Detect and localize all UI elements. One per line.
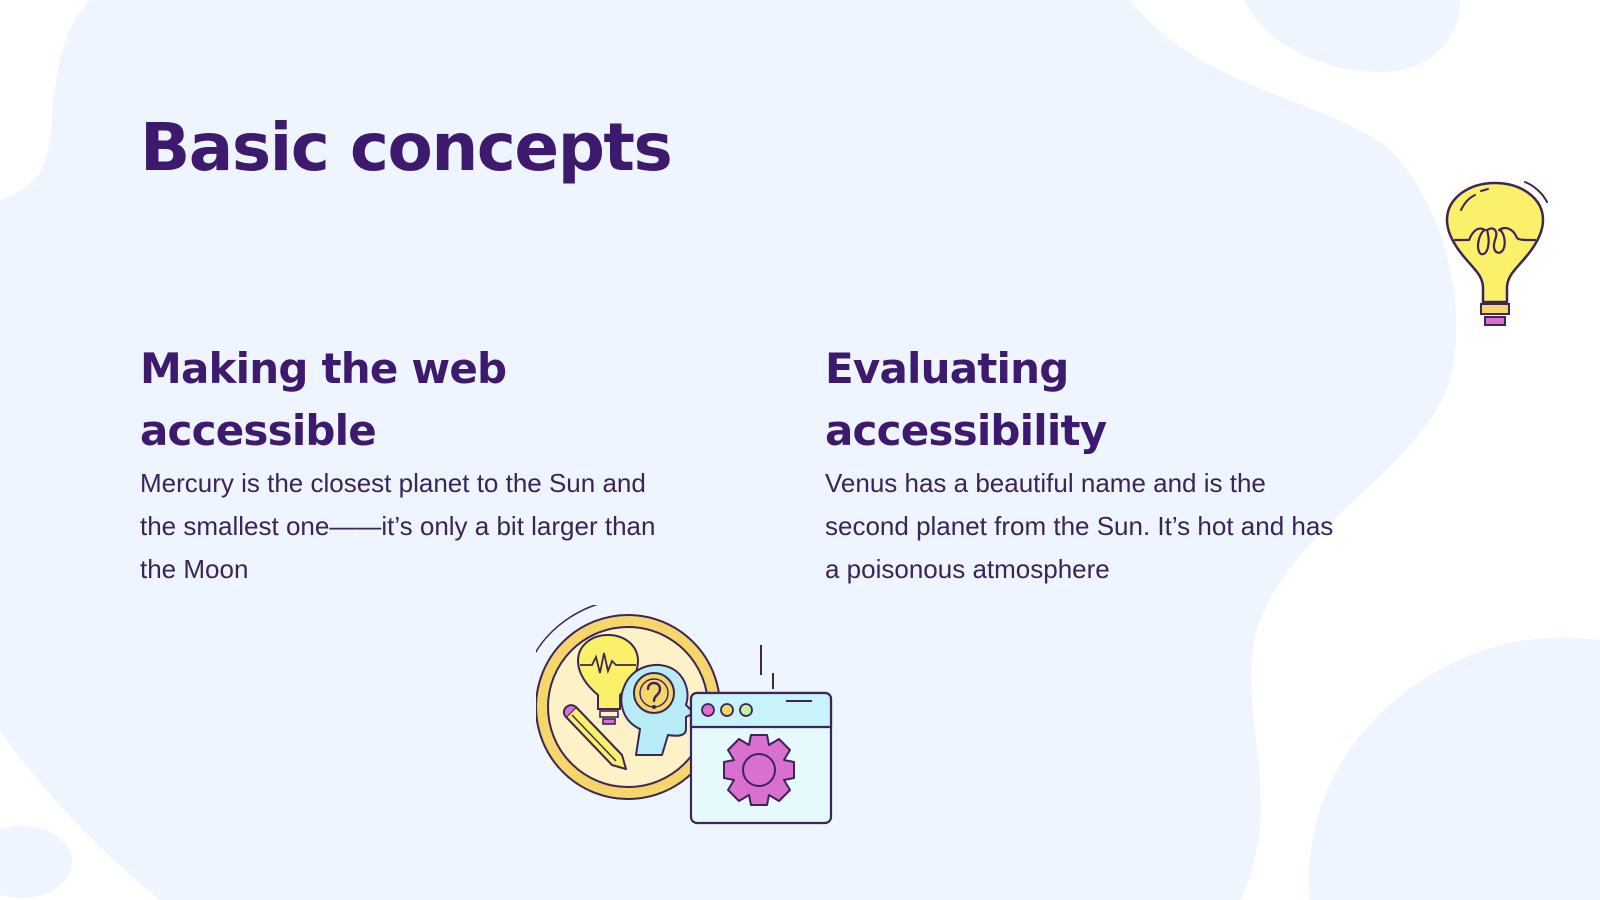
column-heading: Making the web accessible (140, 338, 660, 462)
settings-window-icon (689, 645, 833, 825)
top-right-blob (1245, 0, 1460, 72)
slide-title: Basic concepts (140, 109, 673, 186)
head-question-icon (620, 663, 695, 756)
heading-line-2: accessibility (825, 406, 1107, 455)
heading-line-1: Making the web (140, 344, 507, 393)
column-heading: Evaluating accessibility (825, 338, 1345, 462)
lightbulb-icon (1445, 181, 1548, 326)
column-body: Mercury is the closest planet to the Sun… (140, 468, 656, 584)
column-evaluating-accessibility: Evaluating accessibility Venus has a bea… (825, 338, 1345, 591)
column-body: Venus has a beautiful name and is the se… (825, 468, 1334, 584)
pencil-icon (562, 704, 627, 770)
column-making-web-accessible: Making the web accessible Mercury is the… (140, 338, 660, 591)
ideas-settings-illustration (536, 605, 833, 825)
bottom-right-blob (1309, 637, 1600, 900)
heading-line-2: accessible (140, 406, 377, 455)
heading-line-1: Evaluating (825, 344, 1069, 393)
motion-arc (536, 605, 599, 654)
gear-icon (723, 734, 795, 806)
main-blob (0, 0, 1457, 900)
bottom-left-blob (0, 826, 72, 898)
